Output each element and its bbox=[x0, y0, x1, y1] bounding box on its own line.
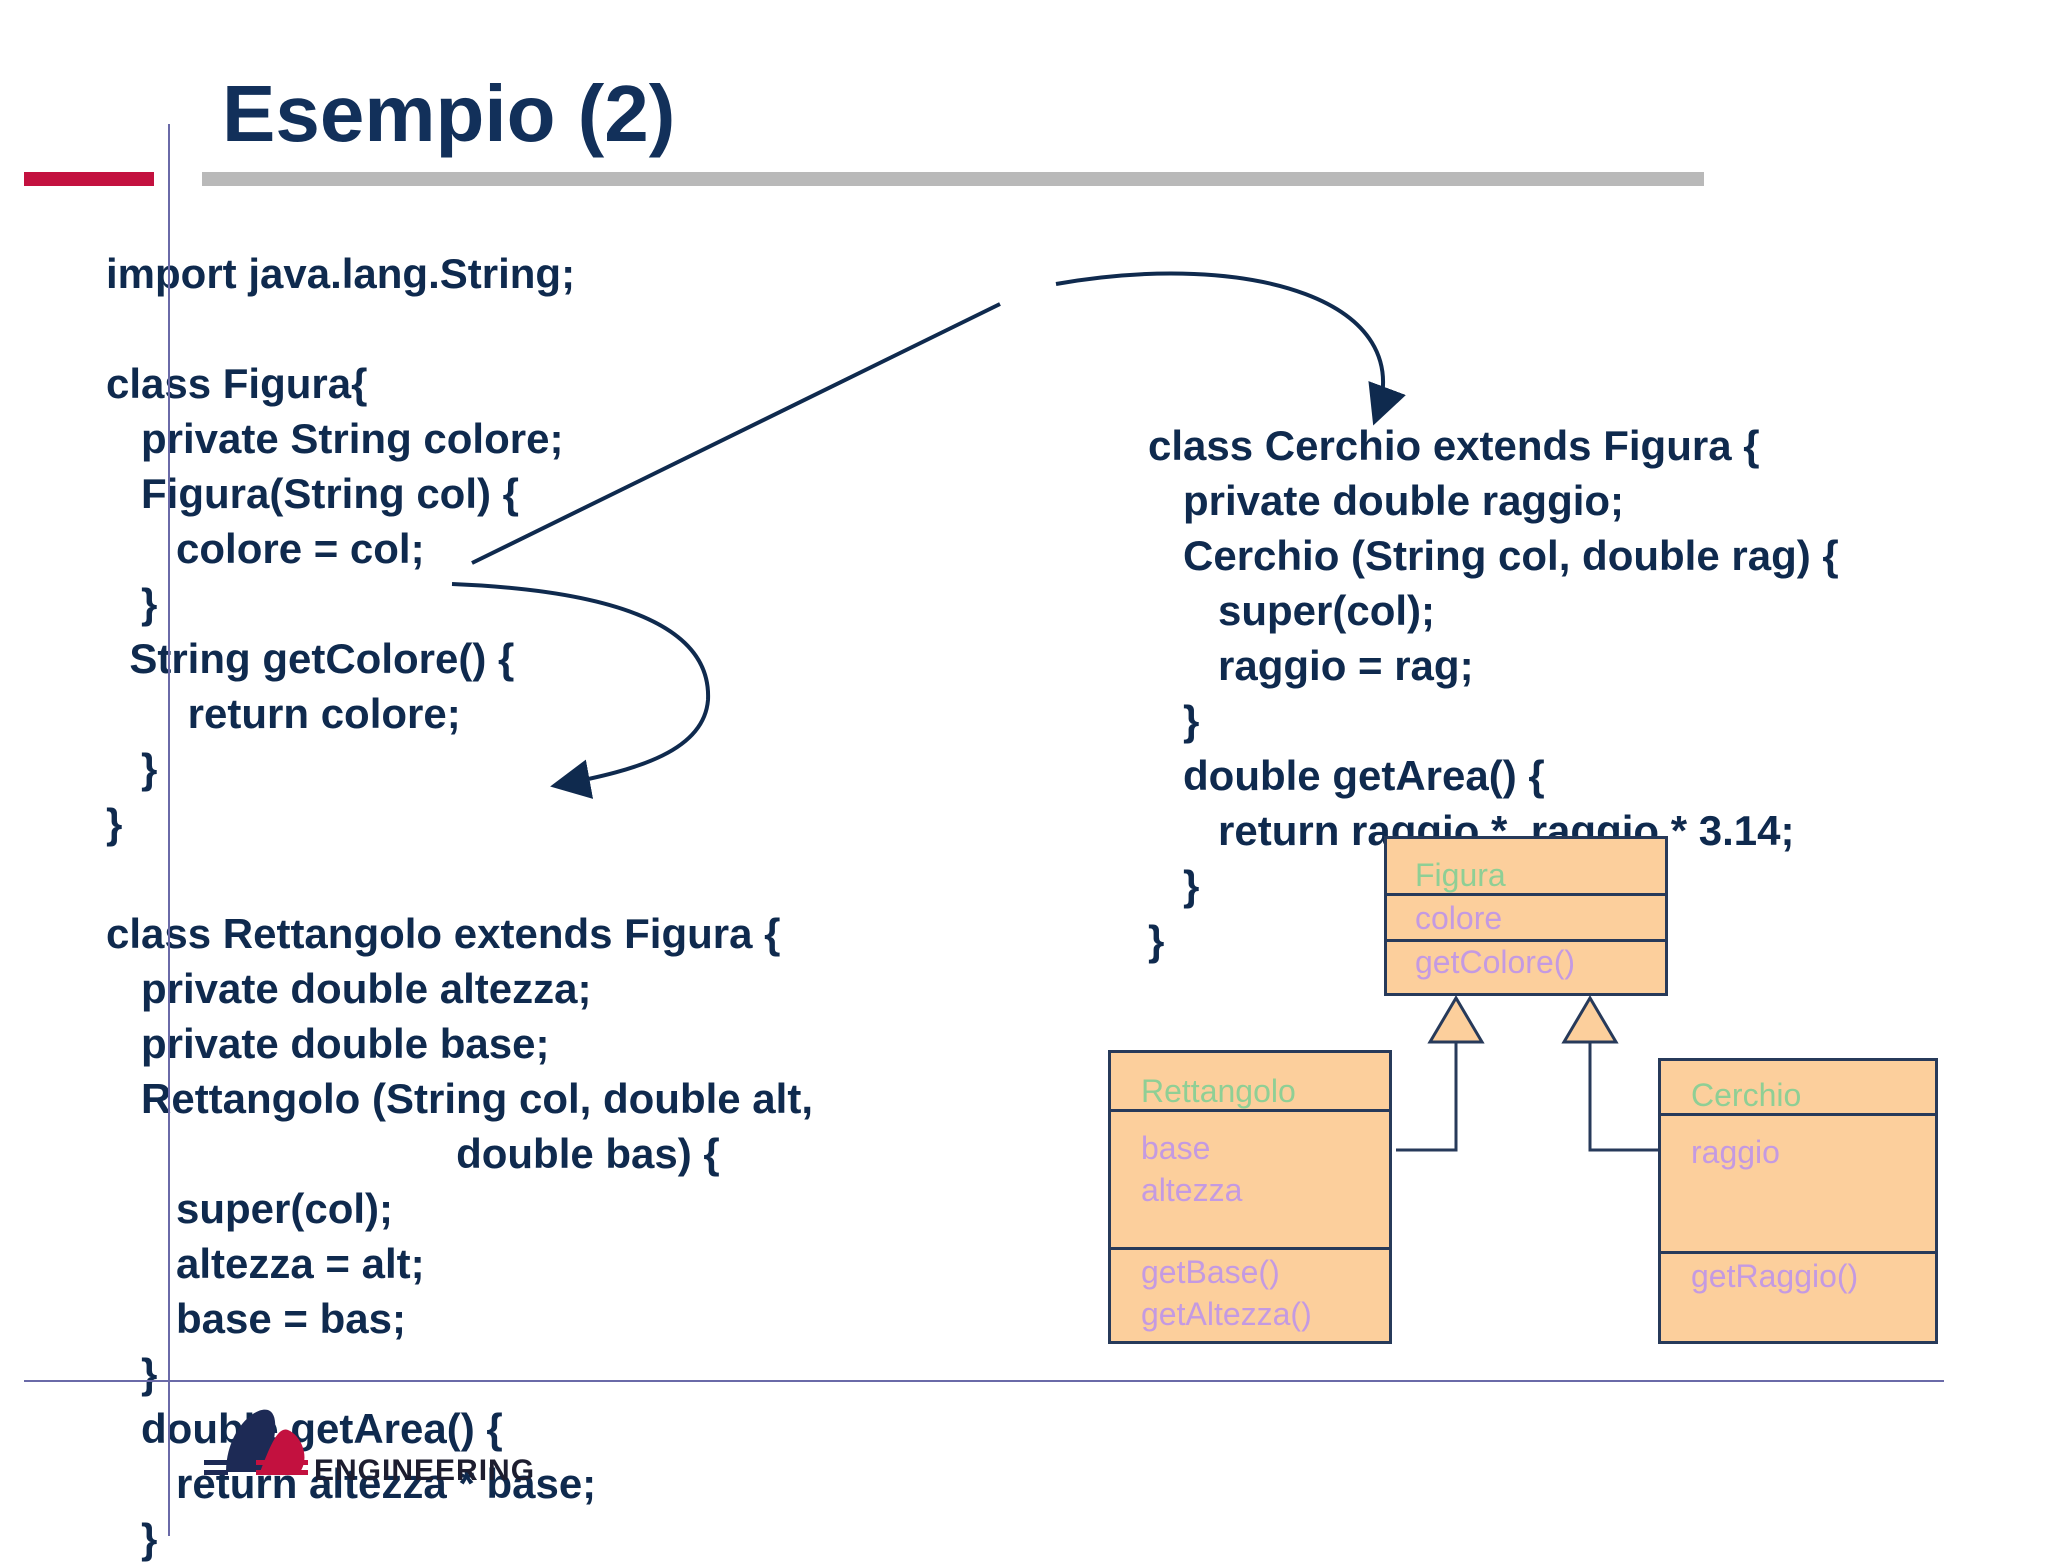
uml-figura-divider-2 bbox=[1387, 939, 1665, 942]
margin-vertical-rule bbox=[168, 124, 170, 1536]
uml-cerchio-name: Cerchio bbox=[1691, 1077, 1802, 1113]
left-code-line: } bbox=[106, 800, 123, 847]
uml-inherit-triangle-left bbox=[1427, 995, 1485, 1044]
left-code-line: private String colore; bbox=[106, 415, 564, 462]
right-code-line: private double raggio; bbox=[1148, 477, 1625, 524]
uml-connector-rettangolo bbox=[1396, 1042, 1458, 1152]
left-code-line: altezza = alt; bbox=[106, 1240, 425, 1287]
arrow-to-rettangolo bbox=[451, 582, 711, 799]
right-code-line: super(col); bbox=[1148, 587, 1436, 634]
title-underline-bar bbox=[202, 172, 1704, 186]
left-code-line: private double base; bbox=[106, 1020, 550, 1067]
uml-cerchio-divider-2 bbox=[1661, 1251, 1935, 1254]
left-code-line: } bbox=[106, 745, 158, 792]
uml-figura-methods: getColore() bbox=[1415, 944, 1576, 980]
left-code-line: import java.lang.String; bbox=[106, 250, 576, 297]
title-accent-bar bbox=[24, 172, 154, 186]
uml-figura-divider-1 bbox=[1387, 893, 1665, 896]
uml-rettangolo-name: Rettangolo bbox=[1141, 1073, 1296, 1109]
uml-rettangolo-methods: getBase() getAltezza() bbox=[1141, 1254, 1312, 1332]
left-code-line: super(col); bbox=[106, 1185, 394, 1232]
logo-wordmark: ENGINEERING bbox=[314, 1454, 536, 1487]
left-code-line: base = bas; bbox=[106, 1295, 406, 1342]
uml-cerchio-methods: getRaggio() bbox=[1691, 1258, 1859, 1294]
left-code-line: private double altezza; bbox=[106, 965, 592, 1012]
uml-cerchio-divider-1 bbox=[1661, 1113, 1935, 1116]
right-code-line: raggio = rag; bbox=[1148, 642, 1474, 689]
right-code-line: Cerchio (String col, double rag) { bbox=[1148, 532, 1839, 579]
right-code-line: } bbox=[1148, 697, 1200, 744]
uml-figura-attributes: colore bbox=[1415, 900, 1503, 936]
uml-connector-cerchio bbox=[1588, 1042, 1660, 1152]
left-code-line: double bas) { bbox=[106, 1130, 720, 1177]
right-code-line: return raggio * raggio * 3.14; bbox=[1148, 807, 1795, 854]
uml-inherit-triangle-right bbox=[1561, 995, 1619, 1044]
left-code-line: Rettangolo (String col, double alt, bbox=[106, 1075, 813, 1122]
right-code-line: } bbox=[1148, 917, 1165, 964]
left-code-line: class Rettangolo extends Figura { bbox=[106, 910, 781, 957]
uml-class-rettangolo: Rettangolo base altezza getBase() getAlt… bbox=[1108, 1050, 1392, 1344]
uml-rettangolo-divider-2 bbox=[1111, 1247, 1389, 1250]
right-code-line: double getArea() { bbox=[1148, 752, 1545, 799]
left-code-line: return colore; bbox=[106, 690, 461, 737]
uml-class-figura: Figura colore getColore() bbox=[1384, 836, 1668, 996]
straight-connector-line bbox=[471, 302, 1001, 565]
left-code-line: Figura(String col) { bbox=[106, 470, 520, 517]
right-code-line: class Cerchio extends Figura { bbox=[1148, 422, 1760, 469]
code-block-right: class Cerchio extends Figura { private d… bbox=[1148, 418, 1839, 968]
uml-rettangolo-attributes: base altezza bbox=[1141, 1130, 1243, 1208]
uml-cerchio-attributes: raggio bbox=[1691, 1134, 1780, 1170]
uml-class-cerchio: Cerchio raggio getRaggio() bbox=[1658, 1058, 1938, 1344]
left-code-line: } bbox=[106, 580, 158, 627]
left-code-line: String getColore() { bbox=[106, 635, 515, 682]
logo-mark-icon bbox=[204, 1409, 308, 1475]
uml-figura-name: Figura bbox=[1415, 857, 1506, 893]
engineering-logo: ENGINEERING bbox=[204, 1402, 564, 1492]
footer-rule bbox=[24, 1380, 1944, 1382]
left-code-line: class Figura{ bbox=[106, 360, 368, 407]
arrow-to-cerchio bbox=[1055, 271, 1406, 426]
uml-rettangolo-divider-1 bbox=[1111, 1109, 1389, 1112]
slide-title: Esempio (2) bbox=[222, 69, 676, 158]
left-code-line: } bbox=[106, 1350, 158, 1397]
right-code-line: } bbox=[1148, 862, 1200, 909]
left-code-line: colore = col; bbox=[106, 525, 425, 572]
